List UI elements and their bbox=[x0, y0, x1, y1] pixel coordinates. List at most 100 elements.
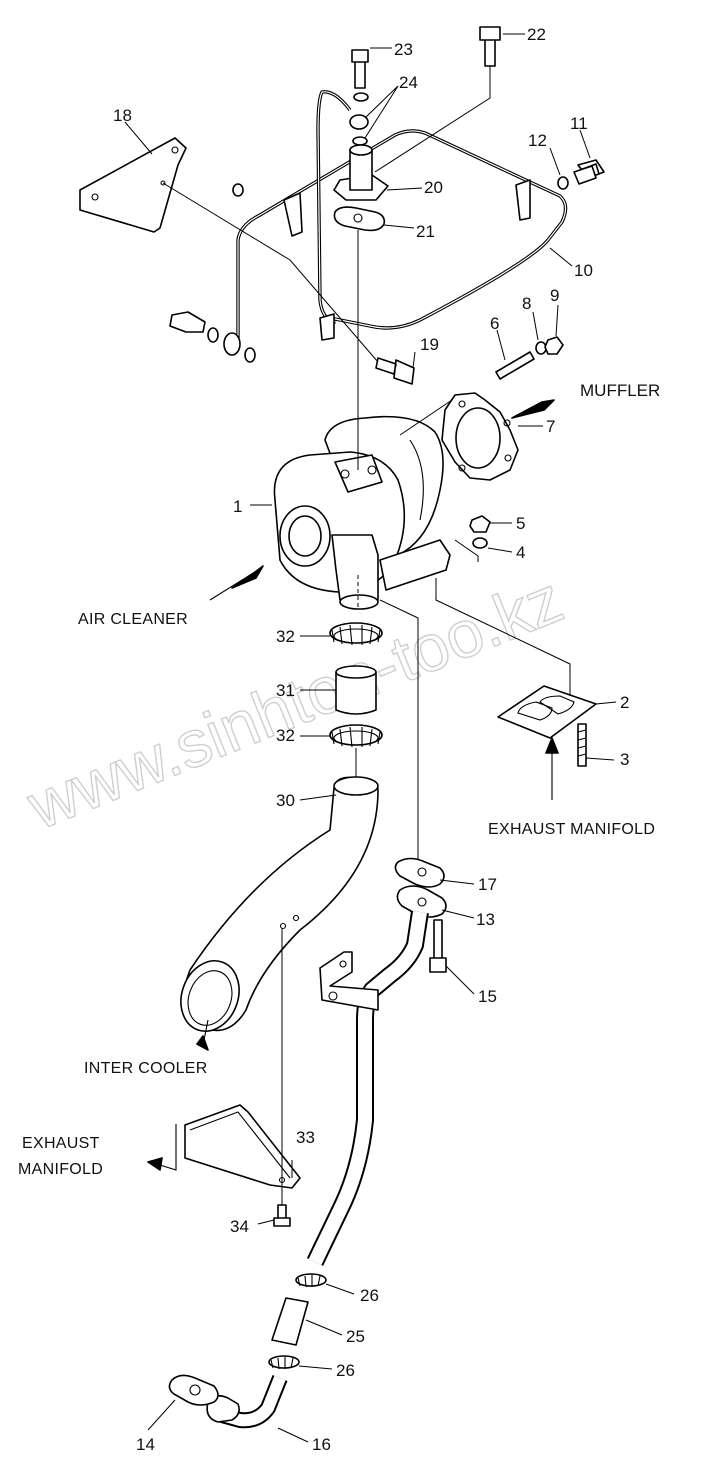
center-housing bbox=[334, 454, 383, 493]
label-exhaust-left-2: MANIFOLD bbox=[18, 1161, 103, 1178]
leader-19-bracket bbox=[162, 182, 379, 363]
leader-gasket7 bbox=[399, 399, 453, 436]
callout-19: 19 bbox=[420, 335, 439, 354]
oil-pipe-16 bbox=[220, 1375, 286, 1427]
callout-5: 5 bbox=[516, 514, 525, 533]
callout-22: 22 bbox=[527, 25, 546, 44]
hose-31 bbox=[335, 671, 377, 715]
bracket-18-hole bbox=[160, 180, 166, 186]
leader-21 bbox=[383, 224, 415, 229]
hose-31-top bbox=[335, 665, 377, 679]
flange-13-hole bbox=[417, 897, 427, 907]
callout-17: 17 bbox=[478, 875, 497, 894]
callout-23: 23 bbox=[394, 40, 413, 59]
label-air-cleaner: AIR CLEANER bbox=[78, 611, 188, 628]
leader-14 bbox=[147, 1399, 176, 1431]
callout-1: 1 bbox=[233, 497, 242, 516]
washer-12 bbox=[557, 176, 569, 190]
leader-22-pipe bbox=[374, 66, 491, 173]
callout-21: 21 bbox=[416, 222, 435, 241]
callout-20: 20 bbox=[424, 178, 443, 197]
hose-clamp-32-lower-band bbox=[331, 726, 381, 748]
callout-9: 9 bbox=[550, 286, 559, 305]
intercooler-arrow-line bbox=[202, 1019, 209, 1046]
turbo-mount-flange bbox=[379, 539, 451, 591]
gasket-21-hole bbox=[353, 213, 363, 223]
turbo-outlet-elbow bbox=[331, 534, 379, 601]
callout-3: 3 bbox=[620, 750, 629, 769]
leader-13 bbox=[441, 909, 475, 919]
gasket-14 bbox=[168, 1374, 219, 1406]
flange-13 bbox=[396, 885, 447, 918]
callout-14: 14 bbox=[136, 1435, 155, 1454]
washer-pipe-left bbox=[232, 183, 244, 197]
pipe-clip bbox=[515, 179, 531, 221]
pipe-30-inlet bbox=[333, 776, 379, 796]
air-cleaner-arrow-line bbox=[209, 569, 259, 601]
hose-clamp-26-lower-band bbox=[270, 1357, 294, 1370]
turbo-outlet-flange bbox=[339, 594, 379, 610]
leader-16 bbox=[277, 1427, 309, 1443]
oil-pipe-bracket-bolt bbox=[328, 991, 338, 1001]
banjo-bolt-left bbox=[169, 311, 206, 333]
turbo-wheel-contour bbox=[409, 439, 424, 521]
gasket-21 bbox=[333, 206, 386, 232]
bolt-19 bbox=[375, 357, 415, 385]
callout-26-lower: 26 bbox=[336, 1361, 355, 1380]
label-exhaust-left-1: EXHAUST bbox=[22, 1135, 100, 1152]
gasket-7-hole bbox=[504, 454, 512, 462]
gasket-17-hole bbox=[417, 867, 427, 877]
leader-11 bbox=[579, 129, 591, 159]
callout-30: 30 bbox=[276, 791, 295, 810]
callout-34: 34 bbox=[230, 1217, 249, 1236]
hose-clamp-26-upper bbox=[295, 1273, 327, 1287]
label-exhaust-manifold-right: EXHAUST MANIFOLD bbox=[488, 821, 655, 838]
label-muffler: MUFFLER bbox=[580, 381, 660, 400]
oil-pipe-10 bbox=[237, 130, 567, 338]
hose-clamp-32-upper-band bbox=[331, 624, 381, 646]
gasket-2-port bbox=[539, 695, 575, 715]
gasket-7-hole bbox=[458, 400, 466, 408]
callout-31: 31 bbox=[276, 681, 295, 700]
leader-34 bbox=[257, 1219, 275, 1225]
pipe-30-hole bbox=[279, 922, 287, 930]
muffler-arrow bbox=[511, 399, 555, 419]
callout-25: 25 bbox=[346, 1327, 365, 1346]
nut-9 bbox=[544, 336, 564, 355]
flange-20-top bbox=[349, 144, 373, 156]
bolt-23 bbox=[351, 49, 369, 89]
bolt-22 bbox=[479, 26, 501, 67]
leader-10 bbox=[549, 247, 573, 267]
pipe-30-outlet-bore bbox=[187, 970, 233, 1026]
hose-clamp-26-upper-band bbox=[297, 1275, 321, 1288]
leader-17-turbo bbox=[379, 599, 419, 862]
compressor-inlet-bore bbox=[288, 515, 322, 557]
leader-12 bbox=[549, 147, 561, 176]
callout-8: 8 bbox=[522, 294, 531, 313]
oil-pipe-bracket bbox=[319, 951, 379, 1011]
stud-3-thread bbox=[577, 729, 587, 757]
callout-6: 6 bbox=[490, 314, 499, 333]
o-ring-left bbox=[207, 327, 219, 343]
gasket-7-hole bbox=[458, 464, 466, 472]
intercooler-arrow bbox=[196, 1035, 209, 1051]
callout-11: 11 bbox=[570, 114, 588, 133]
leader-24 bbox=[364, 85, 399, 139]
callout-10: 10 bbox=[574, 261, 593, 280]
gasket-7-bore bbox=[455, 407, 501, 469]
washer-4 bbox=[472, 537, 488, 549]
leader-25 bbox=[305, 1319, 343, 1336]
washer-8 bbox=[535, 341, 547, 355]
label-inter-cooler: INTER COOLER bbox=[84, 1060, 208, 1077]
callout-32-upper: 32 bbox=[276, 627, 295, 646]
callout-7: 7 bbox=[546, 417, 555, 436]
pipe-clip bbox=[283, 192, 303, 237]
leader-8 bbox=[532, 311, 539, 341]
center-housing-port bbox=[367, 465, 377, 475]
leader-20 bbox=[386, 187, 423, 191]
bracket-18-hole bbox=[91, 193, 99, 201]
leader-15 bbox=[445, 965, 475, 995]
pipe-30-hole bbox=[292, 914, 300, 922]
gasket-14-hole bbox=[189, 1384, 201, 1396]
